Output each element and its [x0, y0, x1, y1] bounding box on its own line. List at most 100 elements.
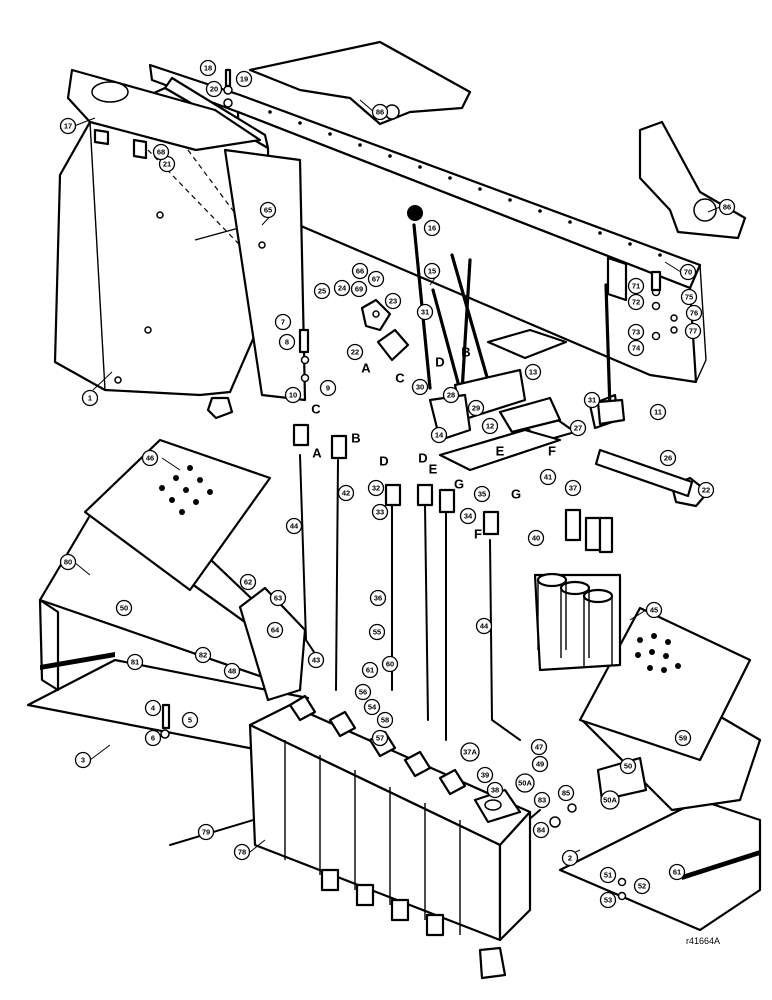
callout-labels: 1234567891011121314151617181920212222232…: [59, 59, 736, 909]
callout-61: 61: [668, 863, 686, 881]
callout-circle: [481, 417, 499, 435]
callout-33: 33: [371, 503, 389, 521]
callout-79: 79: [197, 823, 215, 841]
callout-circle: [152, 143, 170, 161]
callout-60: 60: [381, 655, 399, 673]
callout-number: 33: [376, 508, 384, 517]
callout-47: 47: [530, 738, 548, 756]
callout-44: 44: [475, 617, 493, 635]
callout-number: 45: [650, 606, 658, 615]
callout-circle: [460, 742, 480, 762]
trim-plate-upper: [248, 40, 472, 126]
linkage-letter-f: F: [548, 444, 556, 459]
callout-circle: [430, 426, 448, 444]
callout-number: 13: [529, 368, 537, 377]
callout-number: 34: [464, 512, 473, 521]
callout-number: 32: [372, 484, 380, 493]
callout-circle: [284, 386, 302, 404]
callout-number: 2: [568, 854, 572, 863]
linkage-letter-d: D: [418, 451, 427, 466]
callout-circle: [144, 699, 162, 717]
callout-76: 76: [685, 304, 703, 322]
callout-number: 80: [64, 558, 72, 567]
callout-number: 6: [151, 734, 155, 743]
callout-circle: [346, 343, 364, 361]
callout-number: 54: [368, 703, 377, 712]
callout-3: 3: [74, 751, 92, 769]
callout-circle: [524, 363, 542, 381]
callout-circle: [531, 755, 549, 773]
callout-number: 63: [274, 594, 282, 603]
panel-rivet-row: [268, 110, 662, 257]
callout-86: 86: [371, 103, 389, 121]
callout-circle: [367, 479, 385, 497]
callout-78: 78: [233, 843, 251, 861]
callout-number: 35: [478, 490, 486, 499]
callout-number: 29: [472, 404, 480, 413]
callout-number: 71: [632, 282, 640, 291]
callout-number: 24: [338, 284, 347, 293]
callout-circle: [223, 662, 241, 680]
callout-circle: [467, 399, 485, 417]
callout-22: 22: [346, 343, 364, 361]
callout-23: 23: [384, 292, 402, 310]
callout-5: 5: [181, 711, 199, 729]
callout-number: 19: [240, 75, 248, 84]
callout-number: 16: [428, 224, 436, 233]
callout-12: 12: [481, 417, 499, 435]
callout-17: 17: [59, 117, 77, 135]
callout-circle: [473, 485, 491, 503]
callout-number: 15: [428, 267, 436, 276]
callout-2: 2: [561, 849, 579, 867]
callout-circle: [539, 468, 557, 486]
callout-number: 53: [604, 896, 612, 905]
callout-number: 23: [389, 297, 397, 306]
callout-number: 86: [376, 108, 384, 117]
trim-plate-right: [638, 120, 747, 240]
callout-number: 39: [481, 771, 489, 780]
callout-number: 41: [544, 473, 552, 482]
callout-number: 47: [535, 743, 543, 752]
callout-circle: [235, 70, 253, 88]
callout-number: 55: [373, 628, 381, 637]
callout-circle: [194, 646, 212, 664]
callout-circle: [307, 651, 325, 669]
callout-circle: [126, 653, 144, 671]
callout-circle: [144, 729, 162, 747]
callout-circle: [74, 751, 92, 769]
callout-34: 34: [459, 507, 477, 525]
callout-8: 8: [278, 333, 296, 351]
callout-number: 76: [690, 309, 698, 318]
callout-circle: [384, 292, 402, 310]
callout-64: 64: [266, 621, 284, 639]
right-pedal-holes: [635, 633, 681, 673]
clevis-set: [292, 423, 614, 554]
callout-circle: [583, 391, 601, 409]
callout-circle: [627, 339, 645, 357]
lever-knob: [407, 205, 423, 221]
linkage-letter-d: D: [379, 454, 388, 469]
callout-circle: [199, 59, 217, 77]
callout-circle: [569, 419, 587, 437]
callout-number: 7: [281, 318, 285, 327]
callout-number: 50: [120, 604, 128, 613]
callout-18: 18: [199, 59, 217, 77]
callout-7: 7: [274, 313, 292, 331]
callout-circle: [381, 655, 399, 673]
callout-54: 54: [363, 698, 381, 716]
callout-40: 40: [527, 529, 545, 547]
callout-71: 71: [627, 277, 645, 295]
callout-circle: [486, 781, 504, 799]
callout-86: 86: [718, 198, 736, 216]
callout-circle: [363, 698, 381, 716]
callout-14: 14: [430, 426, 448, 444]
callout-circle: [679, 263, 697, 281]
linkage-letter-c: C: [395, 371, 405, 386]
callout-45: 45: [645, 601, 663, 619]
valve-cylinder-group: [533, 572, 622, 672]
callout-circle: [476, 766, 494, 784]
callout-38: 38: [486, 781, 504, 799]
callout-32: 32: [367, 479, 385, 497]
callout-circle: [350, 280, 368, 298]
callout-number: 62: [244, 578, 252, 587]
